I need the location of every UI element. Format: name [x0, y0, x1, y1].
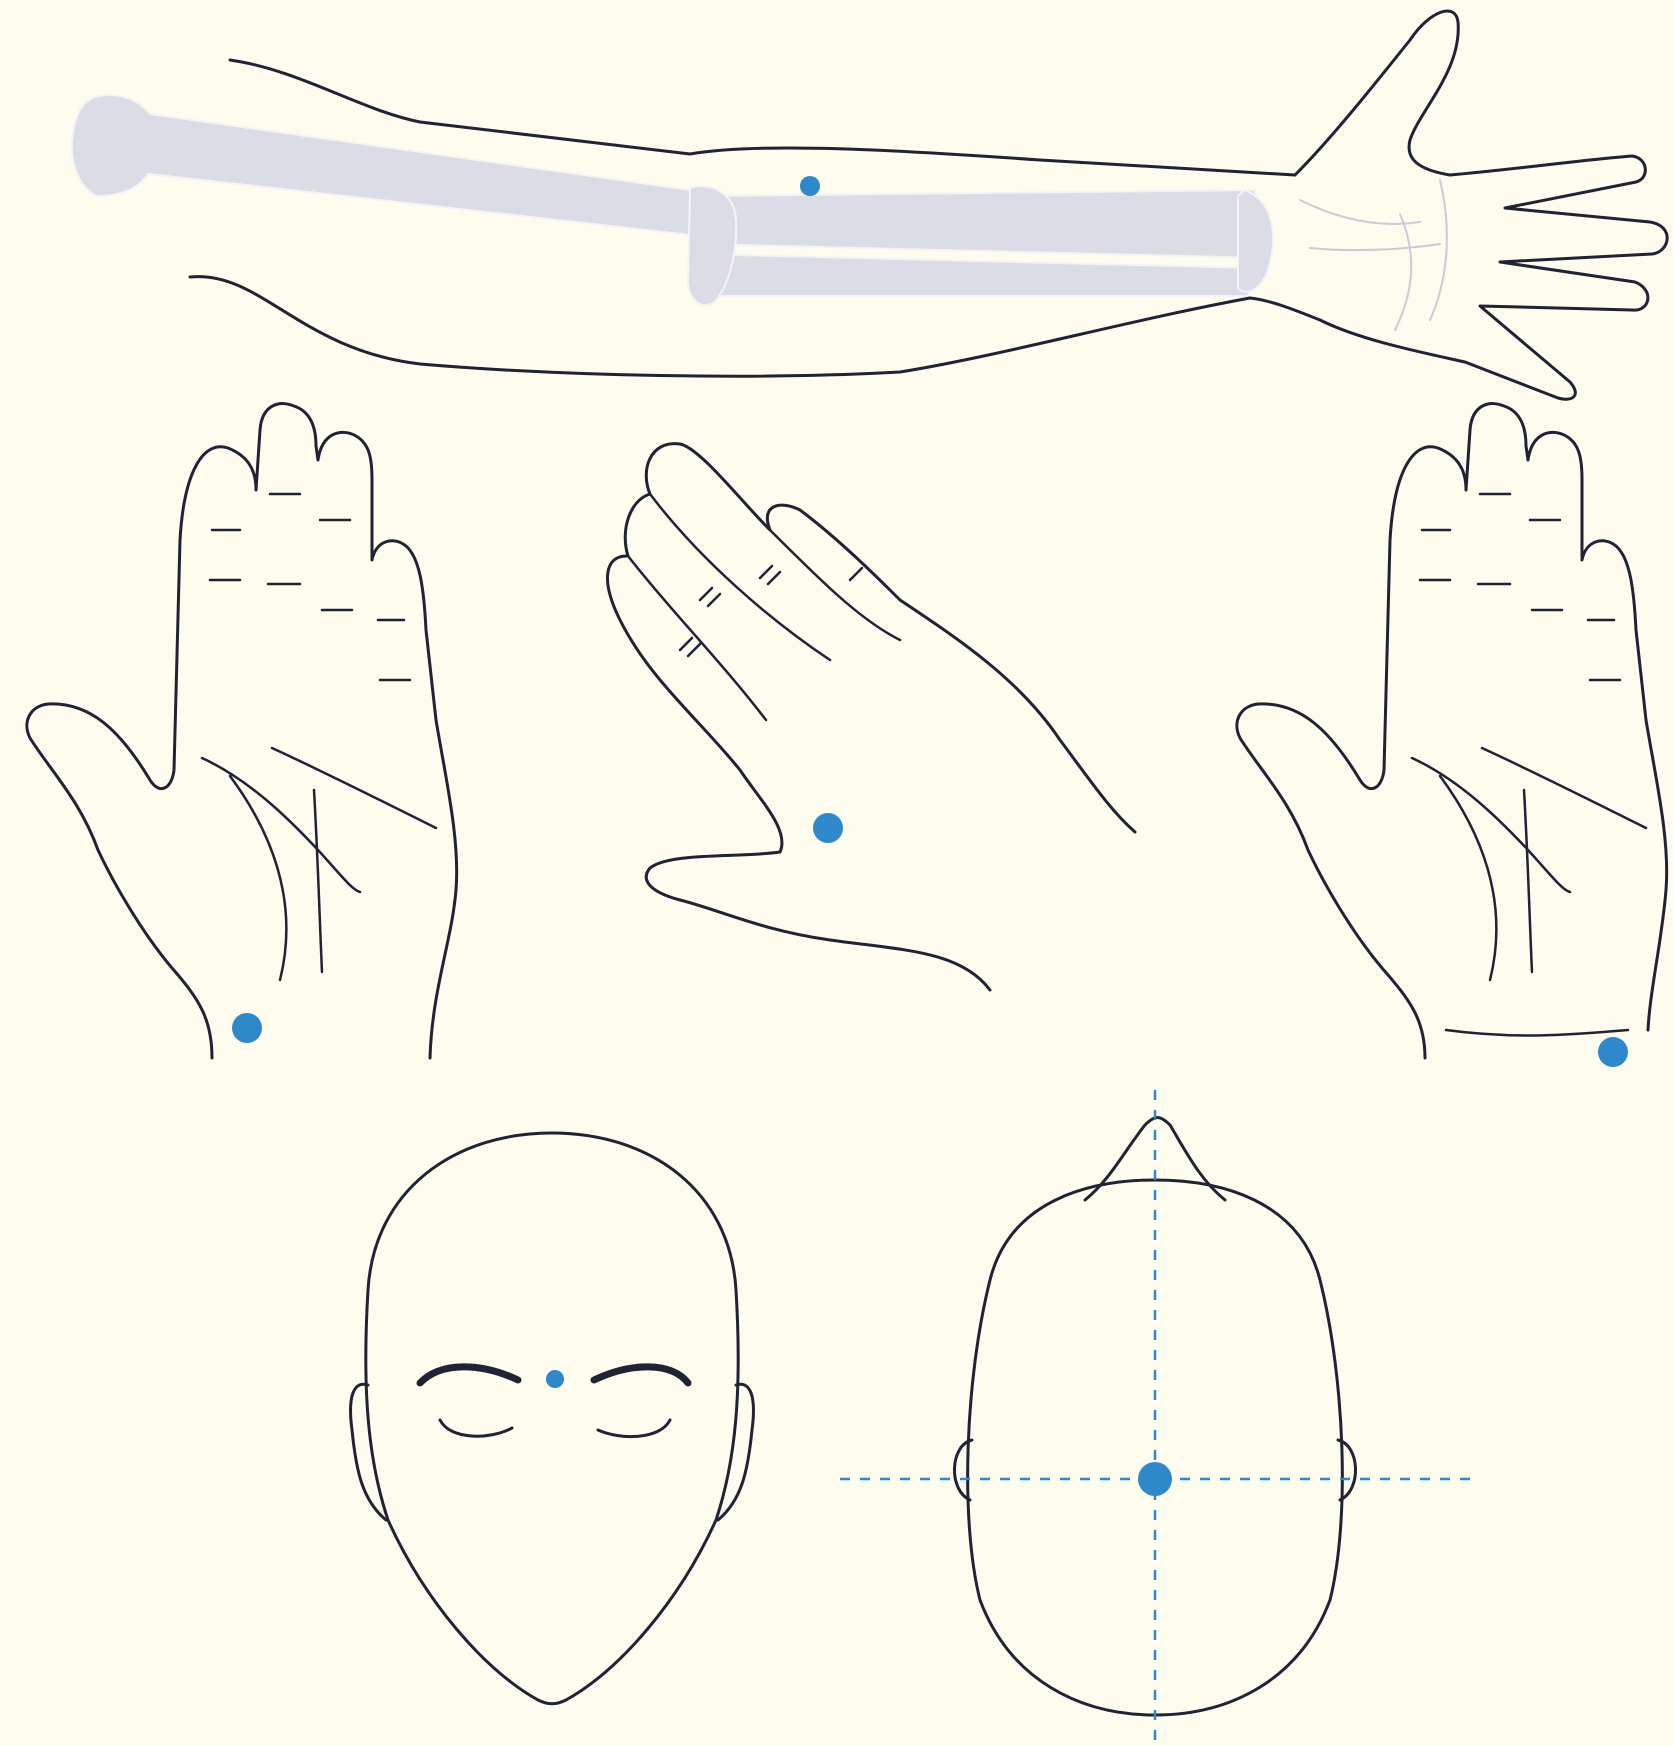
acupoint-dot: [546, 1370, 564, 1388]
acupoint-dot: [1598, 1037, 1628, 1067]
acupoint-dot: [800, 176, 820, 196]
acupoint-dot: [232, 1013, 262, 1043]
acupoint-dot: [1138, 1462, 1172, 1496]
acupoint-dot: [813, 813, 843, 843]
